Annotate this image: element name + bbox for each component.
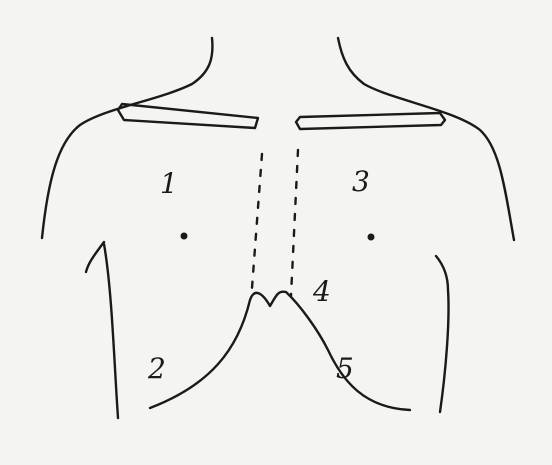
- marker-2: 2: [148, 355, 166, 383]
- marker-3: 3: [352, 168, 370, 196]
- lower-back-arch: [150, 292, 410, 410]
- marker-4: 4: [313, 278, 331, 306]
- marker-5: 5: [336, 355, 354, 383]
- right-scapula-bar: [296, 113, 445, 129]
- neck-left-line: [42, 38, 212, 238]
- left-auscultation-dot: [181, 233, 188, 240]
- spine-left-dotted-line: [252, 154, 262, 288]
- right-side-line: [436, 256, 449, 412]
- left-scapula-bar: [118, 104, 258, 128]
- right-auscultation-dot: [368, 234, 375, 241]
- marker-1: 1: [160, 170, 178, 198]
- neck-right-line: [338, 38, 514, 240]
- left-side-line: [86, 242, 118, 418]
- spine-right-dotted-line: [291, 150, 298, 296]
